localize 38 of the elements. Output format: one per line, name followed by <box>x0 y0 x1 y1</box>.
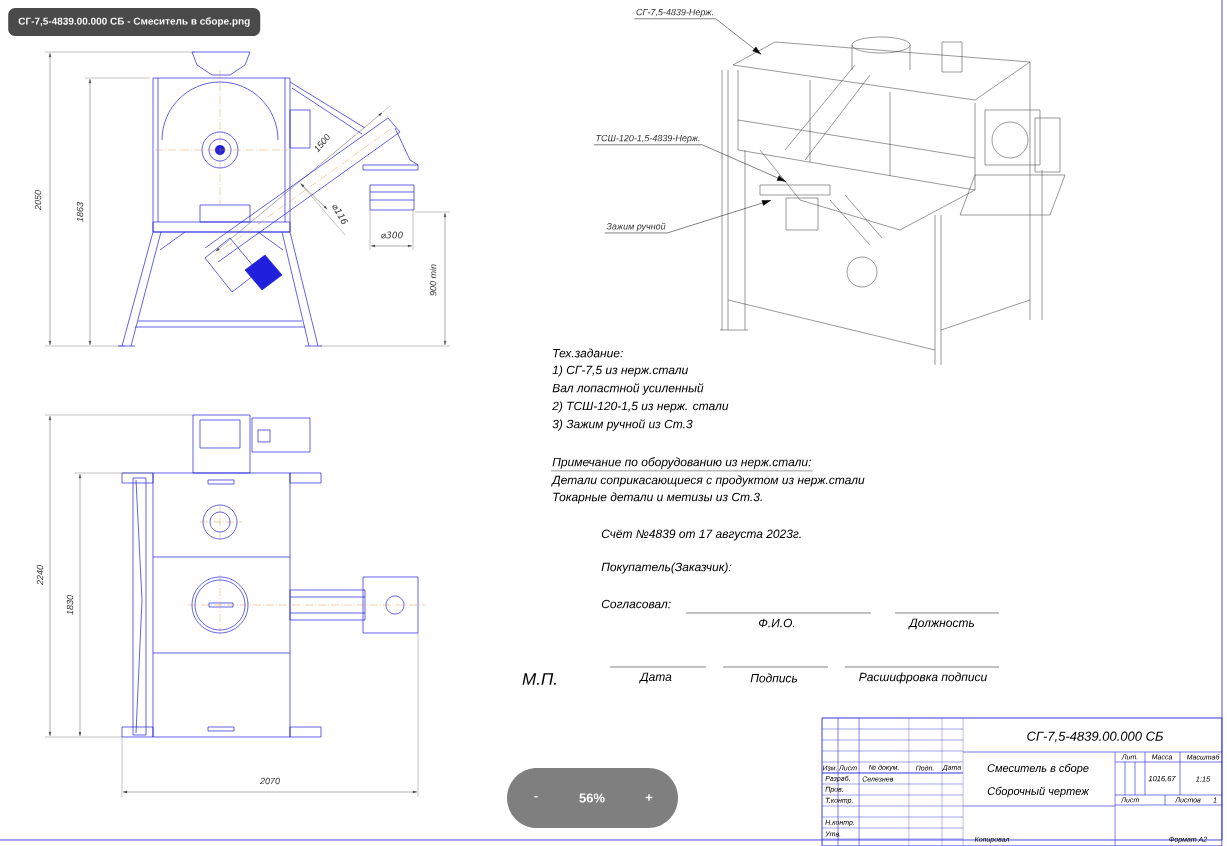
note-text: Вал лопастной усиленный <box>552 383 704 395</box>
leader-line <box>634 18 762 55</box>
note-text: Примечание по оборудованию из нерж.стали: <box>552 457 811 469</box>
dimension-label: 2050 <box>34 190 42 211</box>
note-text: 2) ТСШ-120-1,5 из нерж. стали <box>552 401 729 413</box>
note-text: Счёт №4839 от 17 августа 2023г. <box>601 529 801 541</box>
note-text: Согласовал: <box>601 599 671 609</box>
title-block-text: Сборочный чертеж <box>987 786 1090 798</box>
label: 56% <box>579 793 605 803</box>
note-text: Токарные детали и метизы из Ст.3. <box>553 492 762 504</box>
signature-caption: Расшифровка подписи <box>859 672 987 684</box>
signature-caption: Дата <box>639 672 672 684</box>
note-text: 1) СГ-7,5 из нерж.стали <box>552 365 688 377</box>
signature-caption: Подпись <box>750 673 798 683</box>
dimension-label: 1830 <box>66 595 74 615</box>
signature-caption: Ф.И.О. <box>759 618 795 628</box>
leader-line <box>604 200 772 234</box>
part-label: ТСШ-120-1,5-4839-Нерж. <box>596 134 700 144</box>
dimension-label: 1863 <box>76 202 84 222</box>
label: + <box>645 794 653 801</box>
zoom-control: - 56% + <box>507 768 678 828</box>
part-label: Зажим ручной <box>606 222 666 232</box>
title-block-text: СГ-7,5-4839.00.000 СБ <box>1027 731 1163 743</box>
dimension-label: 2070 <box>259 777 280 785</box>
file-name-tab: СГ-7,5-4839.00.000 СБ - Смеситель в сборе.png <box>8 8 261 36</box>
dimension-label: ⌀300 <box>381 231 403 239</box>
title-block-text: Смеситель в сборе <box>987 763 1089 775</box>
note-text: 3) Зажим ручной из Ст.3 <box>552 419 693 431</box>
signature-caption: Должность <box>908 618 975 630</box>
dimension-label: 900 min <box>429 264 437 296</box>
note-text: Детали соприкасающиеся с продуктом из нерж.стали <box>551 475 865 487</box>
dimension-label: 2240 <box>36 565 44 586</box>
leader-line <box>593 144 787 182</box>
label: - <box>534 795 538 798</box>
note-text: М.П. <box>522 673 556 685</box>
note-text: Тех.задание: <box>553 348 623 358</box>
note-text: Покупатель(Заказчик): <box>601 562 732 574</box>
part-label: СГ-7,5-4839-Нерж. <box>636 8 713 18</box>
